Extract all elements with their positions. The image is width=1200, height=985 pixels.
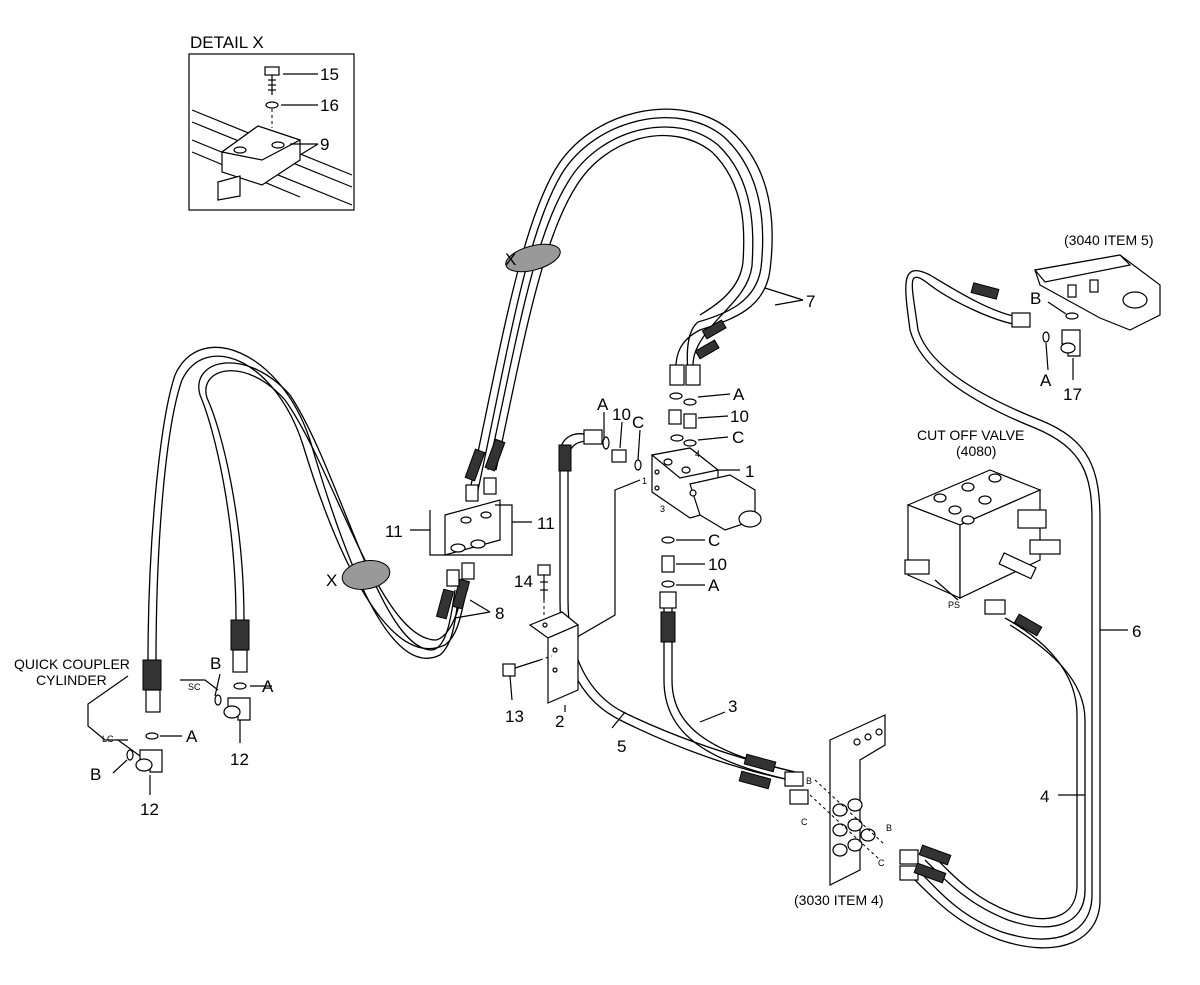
label-b-coupler-lower: B	[90, 765, 101, 784]
port-sc: SC	[188, 682, 201, 692]
port-b-left: B	[806, 776, 812, 786]
hose-5	[558, 429, 796, 781]
solenoid-valve-1	[650, 447, 762, 531]
label-a-valve-left: A	[597, 395, 609, 414]
callout-16: 16	[320, 96, 339, 115]
bracket-leader	[571, 479, 641, 641]
hose-end-fittings-7	[669, 319, 727, 386]
elbow-fitting-12-right	[214, 694, 251, 721]
valve-block-3030	[829, 714, 886, 886]
elbow-fitting-17	[1060, 329, 1081, 357]
callout-12-right: 12	[230, 750, 249, 769]
callout-3: 3	[728, 697, 737, 716]
ps-fitting	[984, 599, 1006, 615]
callout-6: 6	[1132, 622, 1141, 641]
detail-title: DETAIL X	[190, 33, 264, 52]
callout-11-right: 11	[537, 514, 555, 533]
section-x-top-label: X	[505, 250, 516, 269]
port-ps: PS	[948, 600, 960, 610]
label-c-valve-left: C	[632, 413, 644, 432]
callout-17: 17	[1063, 385, 1082, 404]
label-a-valve-top: A	[733, 385, 745, 404]
label-b-3040: B	[1030, 289, 1041, 308]
callout-7: 7	[806, 292, 815, 311]
detail-x-panel: DETAIL X 15 16 9	[188, 33, 355, 211]
quick-coupler-label-2: CYLINDER	[36, 672, 107, 688]
valve-left-fittings	[602, 436, 642, 471]
detail-bolt-15	[264, 66, 280, 95]
section-x-bottom-marker	[341, 560, 391, 590]
bolt-13	[502, 655, 553, 701]
valve-top-fittings	[668, 392, 697, 447]
callout-5: 5	[617, 737, 626, 756]
hose-3	[659, 591, 796, 781]
callout-10-bottom: 10	[708, 555, 727, 574]
bolt-14	[537, 564, 551, 618]
hose-end-fittings-11	[464, 438, 506, 502]
label-a-coupler-lower: A	[186, 727, 198, 746]
mounting-bracket-2	[528, 611, 580, 704]
callout-10-top-left: 10	[612, 405, 631, 424]
callout-10-top-right: 10	[730, 407, 749, 426]
ref-3040-item5: (3040 ITEM 5)	[1064, 232, 1153, 248]
callout-13: 13	[505, 707, 524, 726]
port-1: 1	[642, 476, 647, 486]
callout-9: 9	[320, 135, 329, 154]
quick-coupler-leaders	[87, 673, 272, 795]
port-3: 3	[660, 504, 665, 514]
valve-bottom-fittings	[661, 536, 675, 588]
section-x-top-marker	[505, 243, 561, 273]
callout-8: 8	[495, 604, 504, 623]
flow-line-c-left	[809, 794, 881, 861]
quick-coupler-label-1: QUICK COUPLER	[14, 656, 130, 672]
port-b-right: B	[886, 823, 892, 833]
elbow-fitting-12-left	[126, 749, 163, 773]
hose-4-6	[905, 270, 1101, 949]
port-c-left: C	[801, 817, 808, 827]
callout-2: 2	[555, 712, 564, 731]
hose-bundle-8	[147, 346, 469, 663]
port-4: 4	[695, 449, 700, 459]
label-b-coupler-upper: B	[210, 654, 221, 673]
hose-end-fittings-3030	[738, 753, 952, 884]
callout-15: 15	[320, 65, 339, 84]
ref-3030-item4: (3030 ITEM 4)	[794, 892, 883, 908]
detail-washer-16	[265, 101, 279, 109]
oring-b-3040	[1065, 312, 1079, 320]
label-c-valve-top: C	[732, 428, 744, 447]
manifold-3040	[1033, 254, 1161, 331]
port-c-right: C	[878, 858, 885, 868]
oring-a-3040	[1042, 331, 1050, 343]
label-a-valve-bottom: A	[708, 576, 720, 595]
detail-clamp-block	[217, 125, 302, 201]
port-lc: LC	[102, 734, 114, 744]
mounting-bracket-11	[410, 499, 532, 556]
label-a-coupler-upper: A	[262, 677, 274, 696]
callout-4: 4	[1040, 787, 1049, 806]
quick-coupler-fittings	[142, 619, 250, 740]
cut-off-valve-code: (4080)	[956, 443, 996, 459]
cut-off-valve-4080	[904, 469, 1061, 599]
callout-12-left: 12	[140, 800, 159, 819]
label-a-3040: A	[1040, 371, 1052, 390]
callout-14: 14	[514, 572, 533, 591]
label-c-valve-bottom: C	[708, 531, 720, 550]
callout-1: 1	[745, 462, 754, 481]
section-x-bottom-label: X	[326, 571, 337, 590]
flow-line-b-left	[814, 779, 886, 846]
hose-end-fittings-8	[435, 562, 475, 620]
callout-11-left: 11	[385, 522, 403, 541]
cut-off-valve-label: CUT OFF VALVE	[917, 427, 1024, 443]
